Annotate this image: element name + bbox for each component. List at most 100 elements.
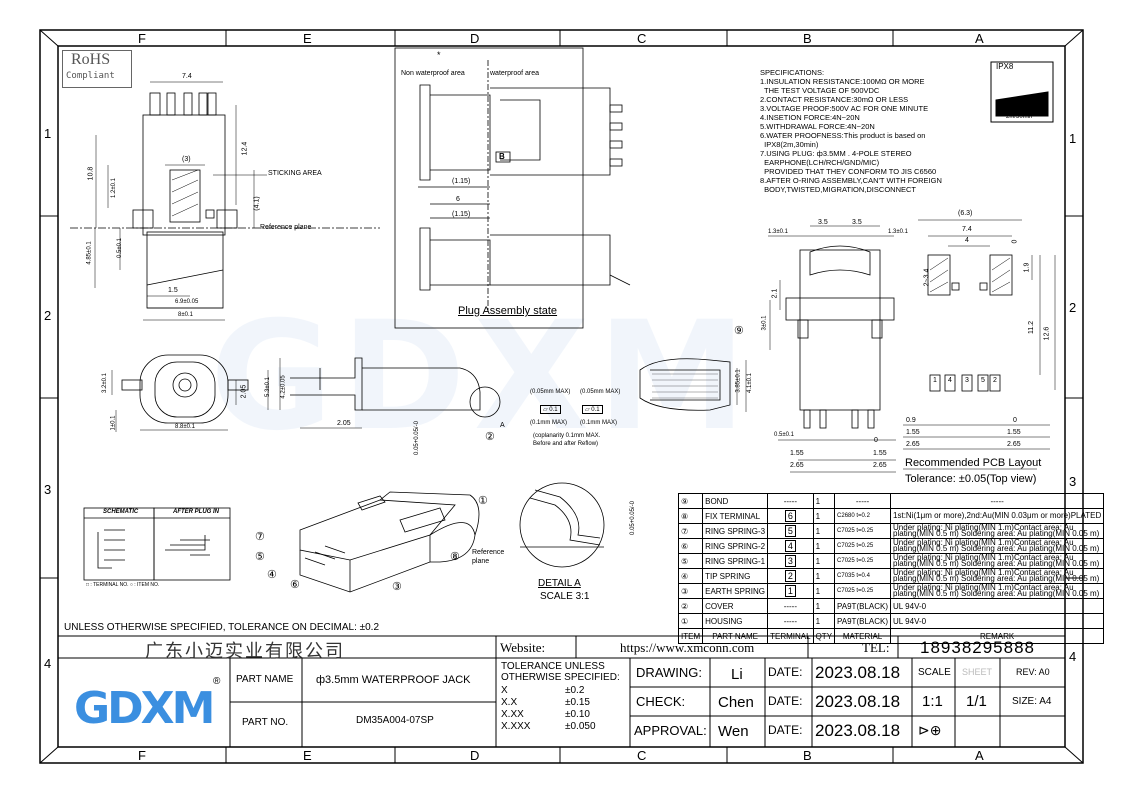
pcb-pad-4: 4 bbox=[948, 377, 952, 384]
zone-4-right: 4 bbox=[1069, 649, 1077, 664]
tol-value: ±0.15 bbox=[565, 697, 590, 708]
zone-c-top: C bbox=[637, 31, 647, 46]
pcb-dim-2-65-b: 2.65 bbox=[1007, 441, 1021, 448]
balloon-1: ① bbox=[478, 495, 488, 507]
bom-thickness: t=0.25 bbox=[856, 528, 874, 534]
dim-6-9: 6.9±0.05 bbox=[175, 299, 199, 305]
bom-terminal: 4 bbox=[784, 540, 796, 552]
check-name: Chen bbox=[718, 694, 754, 711]
bom-qty: 1 bbox=[812, 493, 836, 509]
website-label: Website: bbox=[500, 640, 546, 655]
approval-label: APPROVAL: bbox=[634, 723, 707, 738]
bom-part: TIP SPRING bbox=[702, 568, 769, 584]
pcb-layout-title: Recommended PCB Layout bbox=[905, 457, 1042, 469]
zone-3-right: 3 bbox=[1069, 474, 1077, 489]
bom-item: ① bbox=[677, 613, 704, 629]
bom-part: RING SPRING-1 bbox=[702, 553, 769, 569]
coplanarity-note-3: (0.1mm MAX) bbox=[530, 420, 568, 426]
dim-2-65-b: 2.65 bbox=[873, 462, 887, 469]
dim-1-3-b: 1.3±0.1 bbox=[888, 229, 908, 235]
bom-remark: UL 94V-0 bbox=[890, 598, 1105, 614]
part-name-label: PART NAME bbox=[236, 674, 294, 685]
waterproof-label: waterproof area bbox=[490, 70, 540, 77]
schematic-legend: □ : TERMINAL NO. ○ : ITEM NO. bbox=[86, 582, 160, 588]
zone-d-top: D bbox=[470, 31, 480, 46]
bom-terminal: 5 bbox=[784, 525, 796, 537]
coplanarity-note-2: (0.05mm MAX) bbox=[580, 389, 621, 395]
bom-thickness: t=0.2 bbox=[856, 513, 870, 519]
flatness-symbol-2: ▱ 0.1 bbox=[582, 405, 603, 414]
detail-a-marker: A bbox=[500, 422, 505, 429]
bom-material-grade: C7025 bbox=[837, 543, 855, 549]
dim-4-2: 4.2±0.05 bbox=[280, 375, 287, 399]
dim-4-1-mid: 4.1±0.1 bbox=[746, 373, 753, 393]
company-name: 广东小迈实业有限公司 bbox=[145, 641, 345, 662]
bom-item: ⑦ bbox=[677, 523, 704, 539]
sheet-label: SHEET bbox=[962, 667, 993, 677]
bom-remark: Under plating: Ni plating(MIN 1.m)Contac… bbox=[890, 553, 1105, 569]
zone-1-left: 1 bbox=[44, 126, 52, 141]
bom-material: PA9T(BLACK) bbox=[834, 598, 892, 614]
bom-qty: 1 bbox=[812, 583, 836, 599]
pcb-dim-0-b: 0 bbox=[1013, 417, 1017, 424]
pcb-pad-2: 2 bbox=[993, 377, 997, 384]
after-plug-title: AFTER PLUG IN bbox=[173, 509, 219, 515]
dim-3-front: 3±0.1 bbox=[761, 315, 768, 331]
pcb-pad-5: 5 bbox=[981, 377, 985, 384]
pcb-dim-7-4: 7.4 bbox=[962, 226, 972, 233]
spec-line: 4.INSETION FORCE:4N~20N bbox=[760, 113, 860, 122]
dim-7-4: 7.4 bbox=[182, 73, 192, 80]
iso-reference-1: Reference bbox=[472, 549, 505, 556]
bom-qty: 1 bbox=[812, 508, 836, 524]
dim-1-55-a: 1.55 bbox=[790, 450, 804, 457]
dim-8: 8±0.1 bbox=[178, 312, 193, 318]
tol-value: ±0.2 bbox=[565, 685, 585, 696]
ipx8-depth: 2m/30min bbox=[1006, 114, 1033, 120]
zone-1-right: 1 bbox=[1069, 131, 1077, 146]
pcb-dim-6-3: (6.3) bbox=[958, 210, 973, 217]
bom-qty: 1 bbox=[812, 613, 836, 629]
coplanarity-note-4: (0.1mm MAX) bbox=[580, 420, 618, 426]
zone-f-bottom: F bbox=[138, 748, 146, 763]
zone-a-top: A bbox=[975, 31, 984, 46]
spec-line: THE TEST VOLTAGE OF 500VDC bbox=[760, 86, 880, 95]
schematic-title: SCHEMATIC bbox=[103, 509, 139, 515]
bom-qty: 1 bbox=[812, 553, 836, 569]
bom-header-remark: REMARK bbox=[890, 628, 1105, 644]
dim-3-5-b: 3.5 bbox=[852, 219, 862, 226]
bom-part: FIX TERMINAL bbox=[702, 508, 769, 524]
bom-thickness: t=0.4 bbox=[856, 573, 870, 579]
bom-terminal: ----- bbox=[767, 598, 814, 614]
dim-5-3: 5.3±0.1 bbox=[264, 377, 271, 397]
bom-part: RING SPRING-2 bbox=[702, 538, 769, 554]
bom-terminal: 3 bbox=[784, 555, 796, 567]
tolerance-title-2: OTHERWISE SPECIFIED: bbox=[501, 672, 620, 683]
spec-line: 5.WITHDRAWAL FORCE:4N~20N bbox=[760, 122, 875, 131]
bom-material-grade: C7035 bbox=[837, 573, 855, 579]
drawing-name: Li bbox=[731, 666, 743, 683]
pcb-dim-1-55-b: 1.55 bbox=[1007, 429, 1021, 436]
plug-assembly-caption: Plug Assembly state bbox=[458, 305, 558, 317]
detail-a-title: DETAIL A bbox=[538, 578, 581, 589]
dim-2-05-end: 2.05 bbox=[240, 384, 248, 399]
pcb-dim-0: 0 bbox=[1011, 239, 1019, 244]
bom-part: RING SPRING-3 bbox=[702, 523, 769, 539]
date-label: DATE: bbox=[768, 665, 803, 679]
dim-0-5-front: 0.5±0.1 bbox=[774, 432, 794, 438]
projection-icon: ⊳⊕ bbox=[918, 722, 942, 738]
dim-1-15-b: (1.15) bbox=[452, 211, 471, 218]
bom-thickness: t=0.25 bbox=[856, 543, 874, 549]
tol-key: X.XXX bbox=[501, 721, 531, 732]
balloon-9-front: ⑨ bbox=[734, 325, 744, 337]
dim-3: (3) bbox=[182, 156, 191, 163]
spec-line: 8.AFTER O-RING ASSEMBLY,CAN'T WITH FOREI… bbox=[760, 176, 942, 185]
dim-4-85: 4.85±0.1 bbox=[86, 241, 93, 265]
website-link[interactable]: https://www.xmconn.com bbox=[620, 640, 755, 655]
tol-key: X.X bbox=[501, 697, 518, 708]
balloon-4: ④ bbox=[267, 569, 277, 581]
zone-f-top: F bbox=[138, 31, 146, 46]
bom-material: C2680 t=0.2 bbox=[834, 508, 892, 524]
